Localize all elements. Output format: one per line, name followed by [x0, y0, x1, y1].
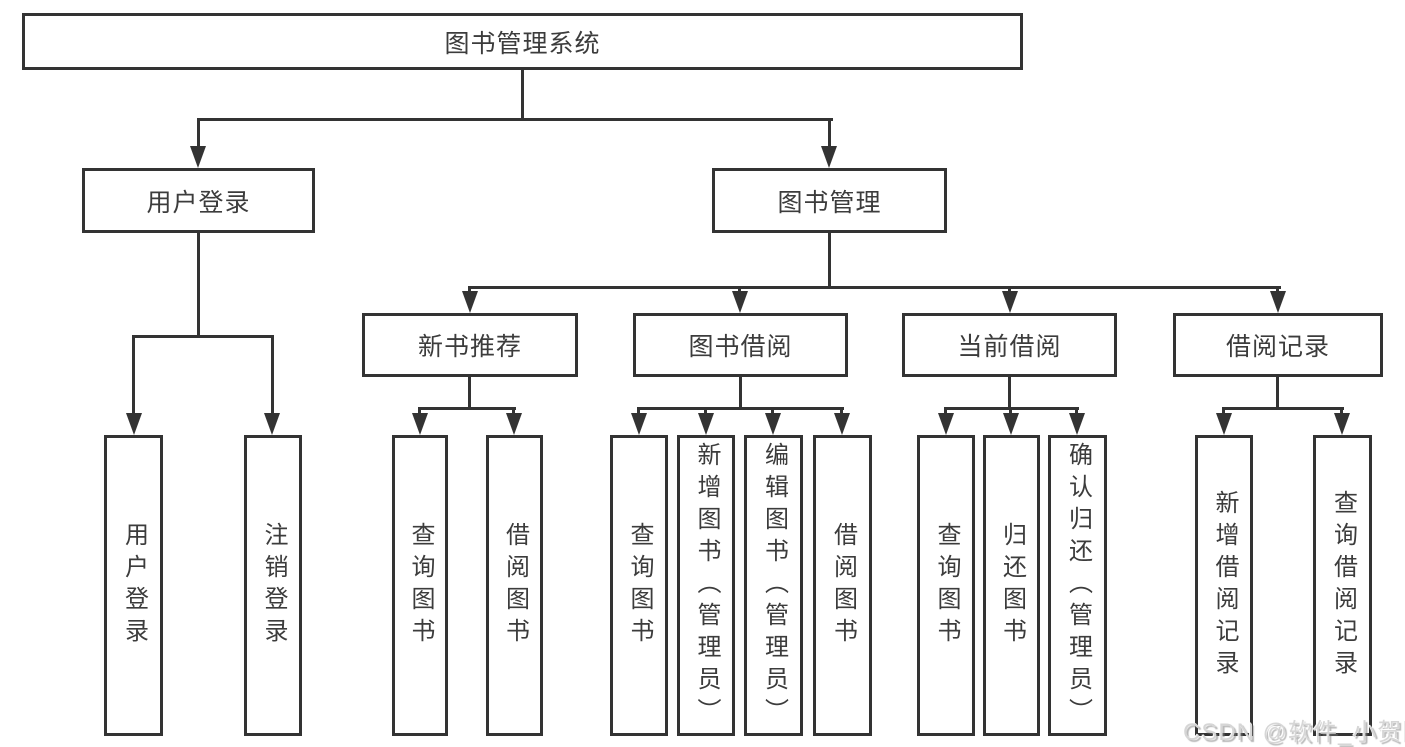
arrow-down-icon	[506, 413, 522, 435]
connector-borrowing-drop	[704, 407, 707, 415]
arrow-down-icon	[631, 413, 647, 435]
leaf-label: 查询图书	[407, 521, 434, 650]
connector-records-drop	[1222, 407, 1225, 415]
leaf-label: 注销登录	[260, 521, 287, 650]
connector-new-book-stem	[468, 377, 471, 407]
arrow-down-icon	[1270, 291, 1286, 313]
leaf-label: 编辑图书（管理员）	[760, 441, 788, 730]
arrow-down-icon	[1216, 413, 1232, 435]
node-label: 当前借阅	[957, 333, 1062, 361]
arrow-down-icon	[462, 291, 478, 313]
arrow-down-icon	[938, 413, 954, 435]
connector-root-drop-left	[197, 118, 200, 148]
arrow-down-icon	[765, 413, 781, 435]
connector-root-stem	[521, 70, 524, 118]
arrow-down-icon	[1002, 291, 1018, 313]
connector-root-hline	[197, 118, 833, 121]
node-label: 图书借阅	[688, 333, 793, 361]
connector-borrowing-drop	[840, 407, 843, 415]
connector-records-stem	[1276, 377, 1279, 407]
connector-borrowing-drop	[637, 407, 640, 415]
leaf-label: 查询图书	[626, 521, 653, 650]
connector-current-drop	[1075, 407, 1078, 415]
connector-user-login-drop	[132, 335, 135, 415]
connector-borrowing-drop	[771, 407, 774, 415]
connector-book-mgmt-hline	[468, 286, 1281, 289]
leaf-return-books: 归还图书	[983, 435, 1040, 736]
arrow-down-icon	[190, 146, 206, 168]
connector-user-login-stem	[197, 233, 200, 335]
connector-borrowing-hline	[637, 407, 844, 410]
leaf-borrow-books-recommend: 借阅图书	[486, 435, 543, 736]
leaf-add-books-admin: 新增图书（管理员）	[677, 435, 735, 736]
arrow-down-icon	[698, 413, 714, 435]
connector-book-mgmt-drop	[1276, 286, 1279, 294]
leaf-confirm-return-admin: 确认归还（管理员）	[1048, 435, 1107, 736]
arrow-down-icon	[126, 413, 142, 435]
leaf-logout: 注销登录	[244, 435, 302, 736]
connector-root-drop-right	[828, 118, 831, 148]
node-label: 图书管理	[777, 188, 882, 217]
node-borrowing-records: 借阅记录	[1173, 313, 1383, 377]
node-label: 用户登录	[146, 188, 251, 217]
leaf-query-books-borrowing: 查询图书	[610, 435, 668, 736]
leaf-label: 查询借阅记录	[1329, 489, 1357, 682]
connector-user-login-hline	[132, 335, 274, 338]
connector-book-mgmt-drop	[1008, 286, 1011, 294]
leaf-user-login: 用户登录	[104, 435, 163, 736]
arrow-down-icon	[1334, 413, 1350, 435]
connector-current-drop	[1009, 407, 1012, 415]
node-user-login: 用户登录	[82, 168, 315, 233]
node-new-book-recommend: 新书推荐	[362, 313, 578, 377]
arrow-down-icon	[732, 291, 748, 313]
arrow-down-icon	[412, 413, 428, 435]
connector-records-hline	[1222, 407, 1344, 410]
leaf-label: 借阅图书	[501, 521, 529, 650]
leaf-add-borrow-record: 新增借阅记录	[1195, 435, 1253, 736]
connector-new-book-hline	[418, 407, 516, 410]
leaf-label: 新增借阅记录	[1211, 489, 1238, 682]
node-book-management: 图书管理	[712, 168, 947, 233]
leaf-borrow-books-borrowing: 借阅图书	[813, 435, 872, 736]
connector-book-mgmt-drop	[468, 286, 471, 294]
leaf-label: 用户登录	[120, 521, 148, 650]
connector-new-book-drop	[418, 407, 421, 415]
connector-current-stem	[1008, 377, 1011, 407]
watermark: CSDN @软件_小贺同学	[1183, 719, 1405, 746]
node-label: 图书管理系统	[444, 29, 601, 58]
node-book-borrowing: 图书借阅	[633, 313, 848, 377]
connector-borrowing-stem	[739, 377, 742, 407]
leaf-label: 归还图书	[998, 521, 1026, 650]
node-library-management-system: 图书管理系统	[22, 13, 1023, 70]
leaf-query-borrow-record: 查询借阅记录	[1313, 435, 1372, 736]
node-current-borrowing: 当前借阅	[902, 313, 1117, 377]
arrow-down-icon	[264, 413, 280, 435]
leaf-query-books-recommend: 查询图书	[392, 435, 448, 736]
connector-current-drop	[944, 407, 947, 415]
connector-book-mgmt-stem	[828, 233, 831, 286]
arrow-down-icon	[834, 413, 850, 435]
leaf-label: 借阅图书	[829, 521, 857, 650]
arrow-down-icon	[1003, 413, 1019, 435]
leaf-edit-books-admin: 编辑图书（管理员）	[744, 435, 803, 736]
node-label: 新书推荐	[417, 333, 522, 361]
leaf-label: 确认归还（管理员）	[1064, 441, 1092, 730]
node-label: 借阅记录	[1225, 333, 1330, 361]
connector-book-mgmt-drop	[738, 286, 741, 294]
connector-user-login-drop	[271, 335, 274, 415]
connector-records-drop	[1340, 407, 1343, 415]
leaf-label: 查询图书	[933, 521, 960, 650]
leaf-label: 新增图书（管理员）	[693, 441, 720, 730]
arrow-down-icon	[1069, 413, 1085, 435]
leaf-query-books-current: 查询图书	[917, 435, 975, 736]
arrow-down-icon	[821, 146, 837, 168]
connector-new-book-drop	[512, 407, 515, 415]
